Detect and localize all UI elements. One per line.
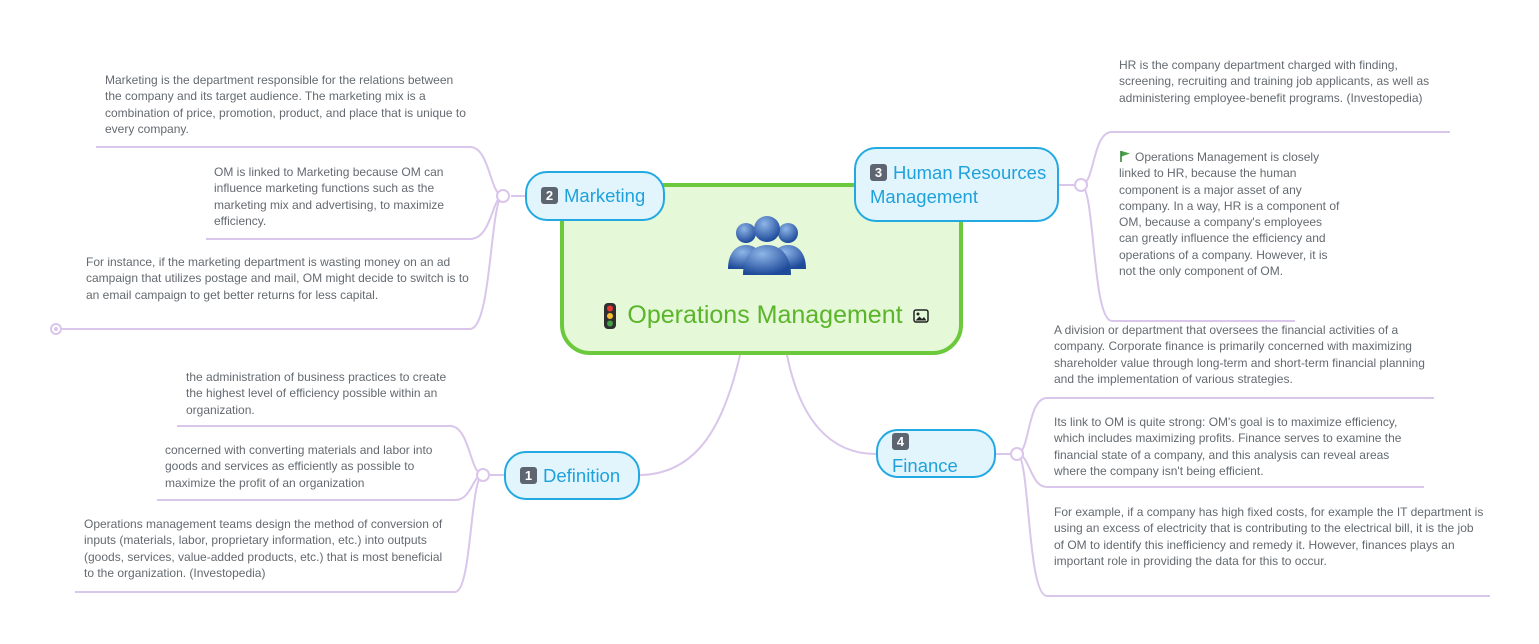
branch-finance[interactable]: 4Finance [876, 429, 996, 478]
branch-marketing[interactable]: 2 Marketing [525, 171, 665, 221]
marketing-note-3[interactable]: For instance, if the marketing departmen… [86, 255, 469, 302]
number-badge: 1 [520, 466, 537, 484]
central-title-row: Operations Management [586, 301, 946, 330]
marketing-collapse-knob [496, 189, 510, 203]
marketing-note-1[interactable]: Marketing is the department responsible … [105, 73, 466, 136]
branch-label: Finance [892, 454, 958, 476]
hr-collapse-knob [1074, 178, 1088, 192]
number-badge: 3 [870, 163, 887, 181]
traffic-light-icon [604, 302, 617, 329]
finance-note-2[interactable]: Its link to OM is quite strong: OM's goa… [1054, 415, 1402, 478]
number-badge: 4 [892, 432, 909, 450]
definition-note-1[interactable]: the administration of business practices… [186, 370, 447, 417]
image-icon[interactable] [912, 308, 929, 323]
branch-label: Definition [543, 464, 621, 486]
finance-note-1[interactable]: A division or department that oversees t… [1054, 323, 1425, 386]
branch-label: Human Resources Management [870, 161, 1047, 207]
definition-collapse-knob [476, 468, 490, 482]
finance-note-3[interactable]: For example, if a company has high fixed… [1054, 505, 1484, 568]
hr-note-2-text: Operations Management is closely linked … [1119, 150, 1340, 279]
number-badge: 2 [541, 187, 558, 204]
branch-label: Marketing [564, 185, 646, 206]
definition-note-2[interactable]: concerned with converting materials and … [165, 443, 433, 490]
branch-definition[interactable]: 1 Definition [504, 451, 640, 500]
marketing-note-2[interactable]: OM is linked to Marketing because OM can… [214, 165, 445, 228]
central-title: Operations Management [627, 301, 903, 329]
hr-note-1[interactable]: HR is the company department charged wit… [1119, 58, 1430, 105]
people-icon [728, 216, 806, 275]
flag-icon [1120, 151, 1130, 162]
definition-note-3[interactable]: Operations management teams design the m… [84, 517, 443, 580]
finance-collapse-knob [1010, 447, 1024, 461]
hr-note-2[interactable]: Operations Management is closely linked … [1119, 149, 1341, 279]
